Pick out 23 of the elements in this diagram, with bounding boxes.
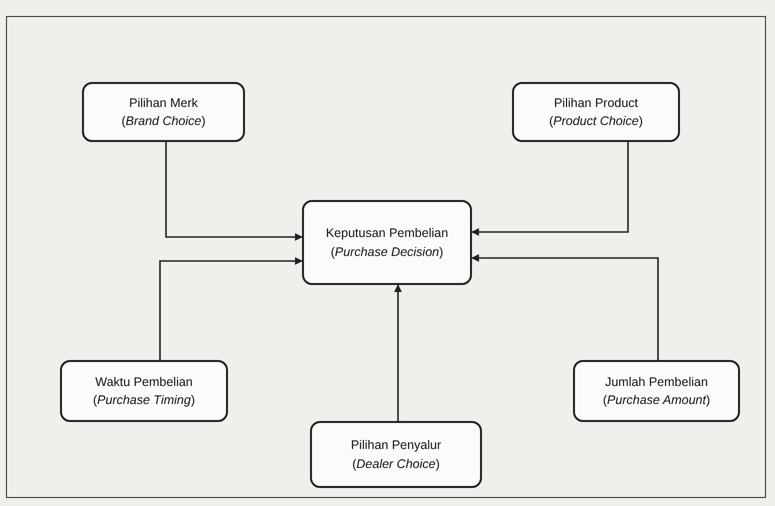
box-subtitle: (Brand Choice) [121, 113, 206, 130]
arrow [394, 284, 402, 421]
box-subtitle: (Purchase Amount) [602, 392, 710, 409]
box-subtitle: (Purchase Decision) [330, 244, 444, 261]
box-subtitle: (Dealer Choice) [352, 456, 440, 473]
arrow [471, 254, 659, 360]
box-title: Pilihan Penyalur [350, 437, 442, 454]
arrow [165, 142, 303, 241]
process-box [512, 82, 680, 142]
process-box [302, 200, 472, 285]
process-box [573, 360, 740, 422]
box-title: Jumlah Pembelian [605, 374, 708, 391]
box-subtitle: (Product Choice) [549, 113, 643, 130]
box-title: Keputusan Pembelian [326, 225, 448, 242]
box-subtitle: (Purchase Timing) [92, 392, 196, 409]
process-box [60, 360, 228, 422]
process-box [82, 82, 245, 142]
box-title: Pilihan Merk [129, 94, 198, 112]
process-box [310, 421, 482, 488]
box-title: Waktu Pembelian [95, 374, 193, 391]
arrow [471, 142, 629, 236]
box-title: Pilihan Product [554, 94, 638, 112]
arrow [159, 257, 303, 360]
